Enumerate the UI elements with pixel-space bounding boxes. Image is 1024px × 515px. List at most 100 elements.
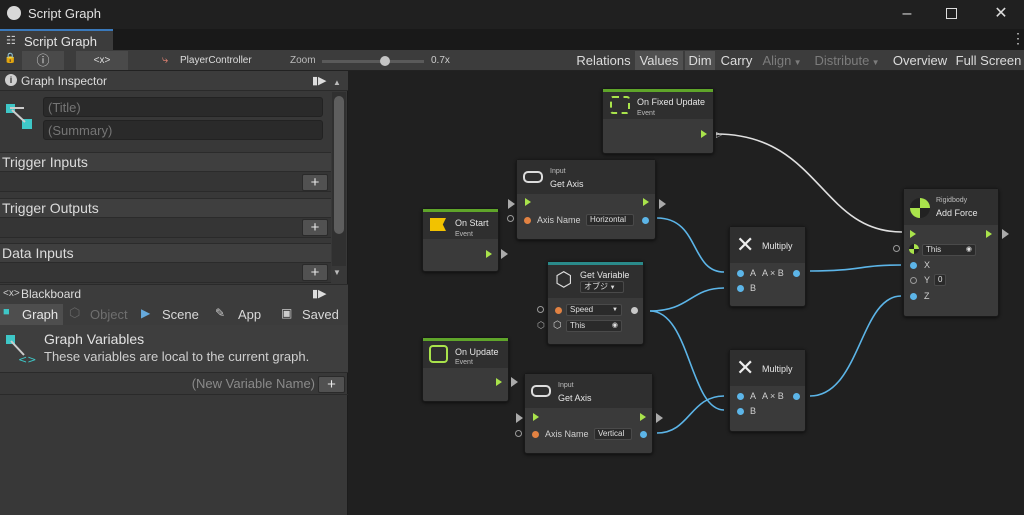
scroll-down-icon[interactable]: ▼ [333,268,341,277]
graph-title-field[interactable] [43,97,323,117]
tab-scene[interactable]: ▶Scene [138,304,204,325]
blackboard-menu-icon[interactable]: ▮▶ [312,288,327,300]
axis-value-output-port[interactable] [640,431,647,438]
z-input-port[interactable] [910,293,917,300]
more-options-icon[interactable]: ⋮ [1011,30,1024,46]
y-value-field[interactable]: 0 [934,274,946,286]
node-on-fixed-update[interactable]: On Fixed Update Event [602,88,714,154]
tab-bar [0,29,1024,50]
value-in-connector[interactable] [507,215,514,222]
lock-icon[interactable]: 🔒 [4,53,17,64]
add-variable-button[interactable]: + [318,376,345,393]
minimize-button[interactable]: – [902,5,912,22]
node-rigidbody-add-force[interactable]: Rigidbody Add Force This◉ X Y 0 Z [903,188,999,317]
target-in-connector[interactable]: ⬡ [537,320,545,330]
variable-name-dropdown[interactable]: Speed▼ [566,304,622,316]
target-field[interactable]: This◉ [922,244,976,256]
value-output-port[interactable] [631,307,638,314]
dim-button[interactable]: Dim [685,51,715,70]
full-screen-button[interactable]: Full Screen [953,51,1024,70]
y-input-port[interactable] [910,277,917,284]
input-b-port[interactable] [737,285,744,292]
overview-button[interactable]: Overview [889,51,951,70]
node-get-axis-horizontal[interactable]: Input Get Axis Axis Name Horizontal [516,159,656,240]
distribute-dropdown[interactable]: Distribute ▼ [808,51,886,70]
input-b-port[interactable] [737,408,744,415]
add-trigger-output-button[interactable]: + [302,219,328,236]
product-output-port[interactable] [793,393,800,400]
relations-button[interactable]: Relations [574,51,633,70]
tab-label: Script Graph [24,34,97,49]
axis-name-port[interactable] [532,431,539,438]
chevron-down-icon: ▼ [608,285,616,291]
axis-name-value[interactable]: Horizontal [586,214,634,226]
node-get-axis-vertical[interactable]: Input Get Axis Axis Name Vertical [524,373,653,454]
variable-scope-dropdown[interactable]: オブジ ▼ [580,281,624,293]
panel-menu-icon[interactable]: ▮▶ [312,75,327,87]
node-multiply-1[interactable]: ✕ Multiply A A × B B [729,226,806,307]
input-a-port[interactable] [737,270,744,277]
target-in-connector[interactable] [893,245,900,252]
flow-out-connector[interactable] [501,249,508,259]
svg-text:<>: <> [18,353,36,366]
node-get-variable[interactable]: ⬡ Get Variable オブジ ▼ Speed▼ ⬡ This◉ [547,261,644,345]
flow-output-port[interactable] [496,378,502,386]
flow-out-connector[interactable] [659,199,666,209]
flow-in-connector[interactable] [508,199,515,209]
maximize-button[interactable] [941,4,961,24]
target-field[interactable]: This◉ [566,320,622,332]
align-dropdown[interactable]: Align ▼ [758,51,806,70]
zoom-slider[interactable] [322,56,424,66]
carry-button[interactable]: Carry [717,51,756,70]
unity-logo-icon [7,6,21,20]
flow-out-connector[interactable] [1002,229,1009,239]
x-input-port[interactable] [910,262,917,269]
node-category: Rigidbody [936,197,968,204]
node-on-start[interactable]: On Start Event [422,208,499,272]
info-button[interactable]: ⓘ [22,51,64,70]
axis-value-output-port[interactable] [642,217,649,224]
graph-name-breadcrumb[interactable]: PlayerController [180,55,252,66]
tab-object[interactable]: ⬡Object [66,304,134,325]
flow-in-connector[interactable] [516,413,523,423]
flow-output-port[interactable] [486,250,492,258]
values-button[interactable]: Values [635,51,683,70]
axis-name-port[interactable] [524,217,531,224]
tab-saved[interactable]: ▣Saved [278,304,344,325]
window-title: Script Graph [28,6,101,21]
flow-output-port[interactable] [701,130,707,138]
new-variable-name-field[interactable]: (New Variable Name) [191,376,315,391]
tab-graph[interactable]: ■Graph [0,304,63,325]
flow-output-port[interactable] [986,230,992,238]
flow-input-port[interactable] [533,413,539,421]
flow-output-port[interactable] [640,413,646,421]
zoom-slider-thumb[interactable] [380,56,391,66]
flow-output-port[interactable] [643,198,649,206]
add-trigger-input-button[interactable]: + [302,174,328,191]
variables-button[interactable]: <x> [76,51,128,70]
product-output-port[interactable] [793,270,800,277]
node-subtitle: Event [455,359,473,366]
axis-name-value[interactable]: Vertical [594,428,632,440]
graph-summary-field[interactable] [43,120,323,140]
variable-name-port[interactable] [555,307,562,314]
value-in-connector[interactable] [515,430,522,437]
info-icon: i [5,74,17,86]
sidebar-scrollbar-thumb[interactable] [334,96,344,234]
input-a-label: A [750,391,757,401]
add-data-input-button[interactable]: + [302,264,328,281]
flow-input-port[interactable] [910,230,916,238]
multiply-icon: ✕ [736,355,755,380]
flow-input-port[interactable] [525,198,531,206]
flow-out-connector[interactable] [656,413,663,423]
flow-out-connector[interactable] [511,377,518,387]
close-button[interactable]: ✕ [994,5,1008,22]
node-multiply-2[interactable]: ✕ Multiply A A × B B [729,349,806,432]
node-on-update[interactable]: On Update Event [422,337,509,402]
sidebar-scrollbar-track[interactable] [332,92,346,266]
tab-script-graph[interactable]: ☷ Script Graph [0,29,113,50]
value-in-connector[interactable] [537,306,544,313]
input-a-port[interactable] [737,393,744,400]
scroll-up-icon[interactable]: ▲ [333,78,341,87]
tab-app[interactable]: ✎App [212,304,270,325]
